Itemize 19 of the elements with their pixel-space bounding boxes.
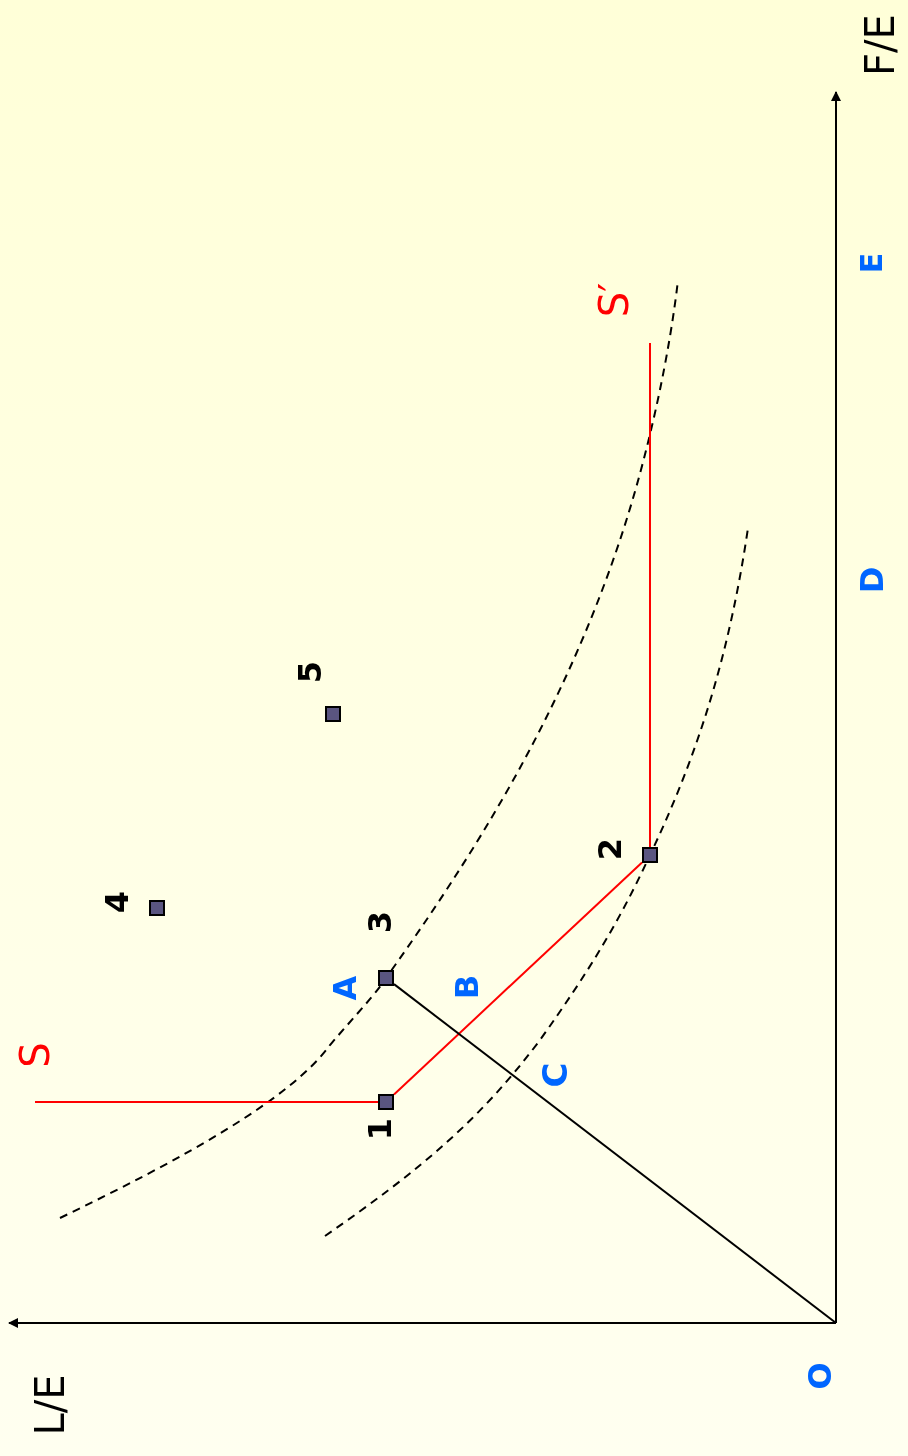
point-label: B [451, 974, 483, 1000]
connector-line [34, 1101, 379, 1103]
point-label: C [538, 1062, 572, 1088]
line-label: S′ [594, 282, 634, 318]
axis-label: L/E [30, 1374, 70, 1436]
point-label: 2 [594, 837, 626, 861]
connector-line [649, 342, 651, 848]
connector-line [393, 983, 837, 1324]
line-label: S [15, 1042, 55, 1068]
point-label: 4 [101, 890, 133, 914]
axis-label: F/E [860, 14, 900, 76]
axis-tick-label: D [856, 566, 888, 594]
point-label: 3 [364, 910, 396, 934]
axis-tick-label: E [857, 252, 887, 274]
connector-line [393, 861, 643, 1096]
point-label: 5 [294, 660, 326, 684]
origin-label: O [804, 1362, 836, 1390]
point-label: 1 [364, 1117, 396, 1141]
point-label: A [329, 975, 361, 1001]
